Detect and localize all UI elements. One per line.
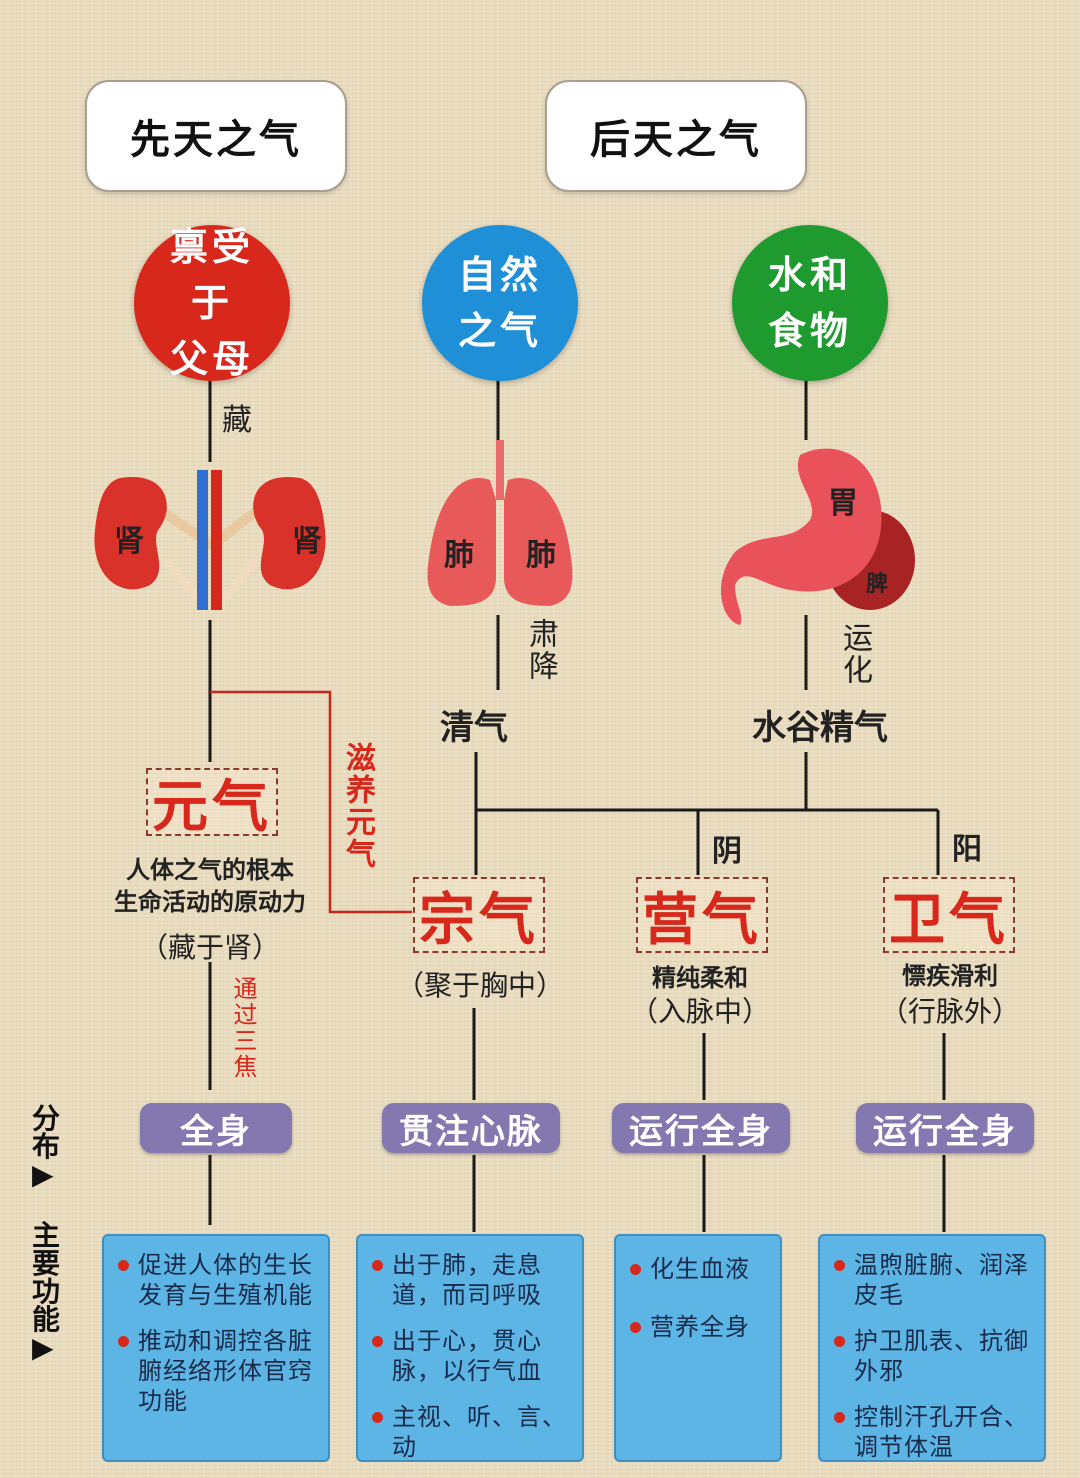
bullet-icon [630,1322,641,1333]
link-cang: 藏 [222,403,252,438]
qi-ying-box: 营气 [636,877,768,953]
qi-zong-box: 宗气 [413,877,545,953]
func-yuan-item: 促进人体的生长发育与生殖机能 [118,1250,316,1310]
link-yang: 阳 [952,832,982,867]
side-function: 主要功能▶ [32,1222,60,1362]
source-food-circle: 水和食物 [732,225,888,381]
stomach-illustration [721,448,915,625]
func-wei-text-2: 护卫肌表、抗御外邪 [854,1327,1029,1385]
dist-wei-label: 运行全身 [873,1111,1017,1152]
bullet-icon [372,1412,383,1423]
qi-wei-loc: （行脉外） [879,995,1020,1028]
bullet-icon [372,1336,383,1347]
bullet-icon [118,1336,129,1347]
func-yuan-text-1: 促进人体的生长发育与生殖机能 [138,1251,313,1309]
func-zong-text-2: 出于心，贯心脉，以行气血 [392,1327,542,1385]
qi-ying-loc: （入脉中） [629,995,770,1028]
func-ying-text-2: 营养全身 [650,1313,750,1341]
dist-zong: 贯注心脉 [382,1103,560,1153]
side-distribution-text: 分布▶ [32,1102,61,1191]
qi-wei-desc: 慓疾滑利 [902,962,998,990]
qi-wei-name: 卫气 [889,887,1009,953]
func-zong-item: 出于心，贯心脉，以行气血 [372,1326,570,1386]
qi-yuan-box: 元气 [146,768,278,840]
lung-illustration [427,440,573,606]
organ-spleen: 脾 [866,572,889,597]
func-wei-text-3: 控制汗孔开合、调节体温 [854,1403,1029,1461]
func-wei-box: 温煦脏腑、润泽皮毛 护卫肌表、抗御外邪 控制汗孔开合、调节体温 [818,1234,1046,1462]
func-ying-item: 化生血液 [630,1254,768,1284]
link-yunhua: 运化 [837,622,872,686]
organ-stomach: 胃 [828,486,858,521]
link-tongguo: 通过三焦 [229,976,257,1080]
func-yuan-box: 促进人体的生长发育与生殖机能 推动和调控各脏腑经络形体官窍功能 [102,1234,330,1462]
side-distribution: 分布▶ [32,1105,60,1189]
source-parents-line2: 父母 [169,337,254,381]
func-yuan-item: 推动和调控各脏腑经络形体官窍功能 [118,1326,316,1416]
organ-kidney-right: 肾 [292,524,322,559]
func-wei-item: 控制汗孔开合、调节体温 [834,1402,1032,1462]
bullet-icon [834,1412,845,1423]
qi-yuan-name: 元气 [152,774,272,840]
qi-ying-desc: 精纯柔和 [652,964,748,992]
func-zong-item: 主视、听、言、动 [372,1402,570,1462]
qi-zong-loc: （聚于胸中） [395,969,564,1002]
source-food-line2: 食物 [767,309,852,353]
func-ying-box: 化生血液 营养全身 [614,1234,782,1462]
bullet-icon [118,1260,129,1271]
bullet-icon [630,1264,641,1275]
qi-yuan-desc2: 生命活动的原动力 [114,888,306,916]
side-function-text: 主要功能▶ [32,1219,61,1364]
bullet-icon [372,1260,383,1271]
source-nature-line1: 自然 [457,253,542,297]
header-acquired-qi: 后天之气 [545,80,807,192]
qi-yuan-loc: （藏于肾） [139,931,280,964]
link-ziyang: 滋养元气 [340,742,375,870]
organ-kidney-left: 肾 [114,524,144,559]
func-yuan-text-2: 推动和调控各脏腑经络形体官窍功能 [138,1327,313,1415]
func-zong-box: 出于肺，走息道，而司呼吸 出于心，贯心脉，以行气血 主视、听、言、动 [356,1234,584,1462]
func-ying-item: 营养全身 [630,1312,768,1342]
source-food-line1: 水和 [767,253,852,297]
func-ying-text-1: 化生血液 [650,1255,750,1283]
qi-zong-name: 宗气 [419,887,539,953]
func-zong-text-3: 主视、听、言、动 [392,1403,567,1461]
link-sujiang: 肃降 [523,618,558,682]
organ-lung-left: 肺 [444,538,474,573]
dist-ying-label: 运行全身 [629,1111,773,1152]
dist-yuan: 全身 [140,1103,292,1153]
func-zong-text-1: 出于肺，走息道，而司呼吸 [392,1251,542,1309]
dist-wei: 运行全身 [856,1103,1034,1153]
dist-yuan-label: 全身 [180,1111,252,1152]
dist-zong-label: 贯注心脉 [399,1111,543,1152]
func-wei-item: 护卫肌表、抗御外邪 [834,1326,1032,1386]
kidney-illustration [94,470,326,610]
organ-lung-right: 肺 [526,538,556,573]
qi-ying-name: 营气 [642,887,762,953]
header-innate-label: 先天之气 [130,117,302,163]
source-nature-line2: 之气 [457,309,542,353]
dist-ying: 运行全身 [612,1103,790,1153]
func-wei-text-1: 温煦脏腑、润泽皮毛 [854,1251,1029,1309]
link-yin: 阴 [712,834,742,869]
header-innate-qi: 先天之气 [85,80,347,192]
source-nature-circle: 自然之气 [422,225,578,381]
bullet-icon [834,1336,845,1347]
qi-yuan-desc1: 人体之气的根本 [126,856,294,884]
func-wei-item: 温煦脏腑、润泽皮毛 [834,1250,1032,1310]
qi-wei-box: 卫气 [883,877,1015,953]
bullet-icon [834,1260,845,1271]
header-acquired-label: 后天之气 [590,117,762,163]
func-zong-item: 出于肺，走息道，而司呼吸 [372,1250,570,1310]
label-shuigu: 水谷精气 [752,708,888,748]
source-parents-circle: 禀受于父母 [134,225,290,381]
label-qingqi: 清气 [440,708,508,748]
nourish-line [210,690,412,914]
source-parents-line1: 禀受于 [169,225,254,325]
